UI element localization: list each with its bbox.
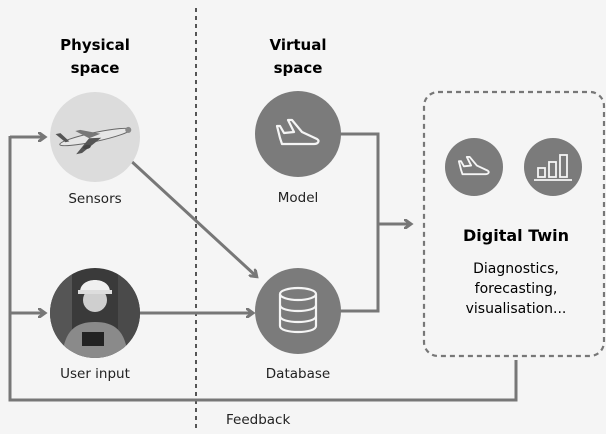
user-input-label: User input [60, 366, 130, 382]
database-icon [278, 286, 318, 334]
user-input-node: User input [50, 268, 140, 382]
database-label: Database [266, 366, 330, 382]
feedback-loop-line [8, 136, 518, 402]
bar-chart-icon [534, 154, 572, 181]
digital-twin-box: Digital Twin Diagnostics, forecasting, v… [422, 90, 606, 358]
database-node: Database [255, 268, 341, 382]
digital-twin-line2: forecasting, [475, 281, 558, 297]
physical-space-title-line1: Physical [60, 36, 130, 54]
virtual-space-title-line2: space [274, 59, 323, 77]
model-node: Model [255, 91, 341, 206]
digital-twin-title: Digital Twin [463, 226, 569, 245]
virtual-space-title-line1: Virtual [270, 36, 327, 54]
digital-twin-line1: Diagnostics, [473, 261, 559, 277]
airplane-icon [457, 155, 490, 176]
feedback-label: Feedback [226, 412, 290, 428]
airplane-icon [275, 118, 320, 146]
digital-twin-line3: visualisation... [466, 301, 567, 317]
sensors-label: Sensors [68, 191, 121, 207]
sensors-node: Sensors [50, 92, 140, 207]
airplane-photo [55, 126, 132, 155]
engineer-photo [50, 268, 140, 358]
connector-model [340, 132, 380, 313]
physical-space-title-line2: space [71, 59, 120, 77]
arrow-sensors-to-database [128, 158, 256, 276]
model-label: Model [278, 190, 319, 206]
